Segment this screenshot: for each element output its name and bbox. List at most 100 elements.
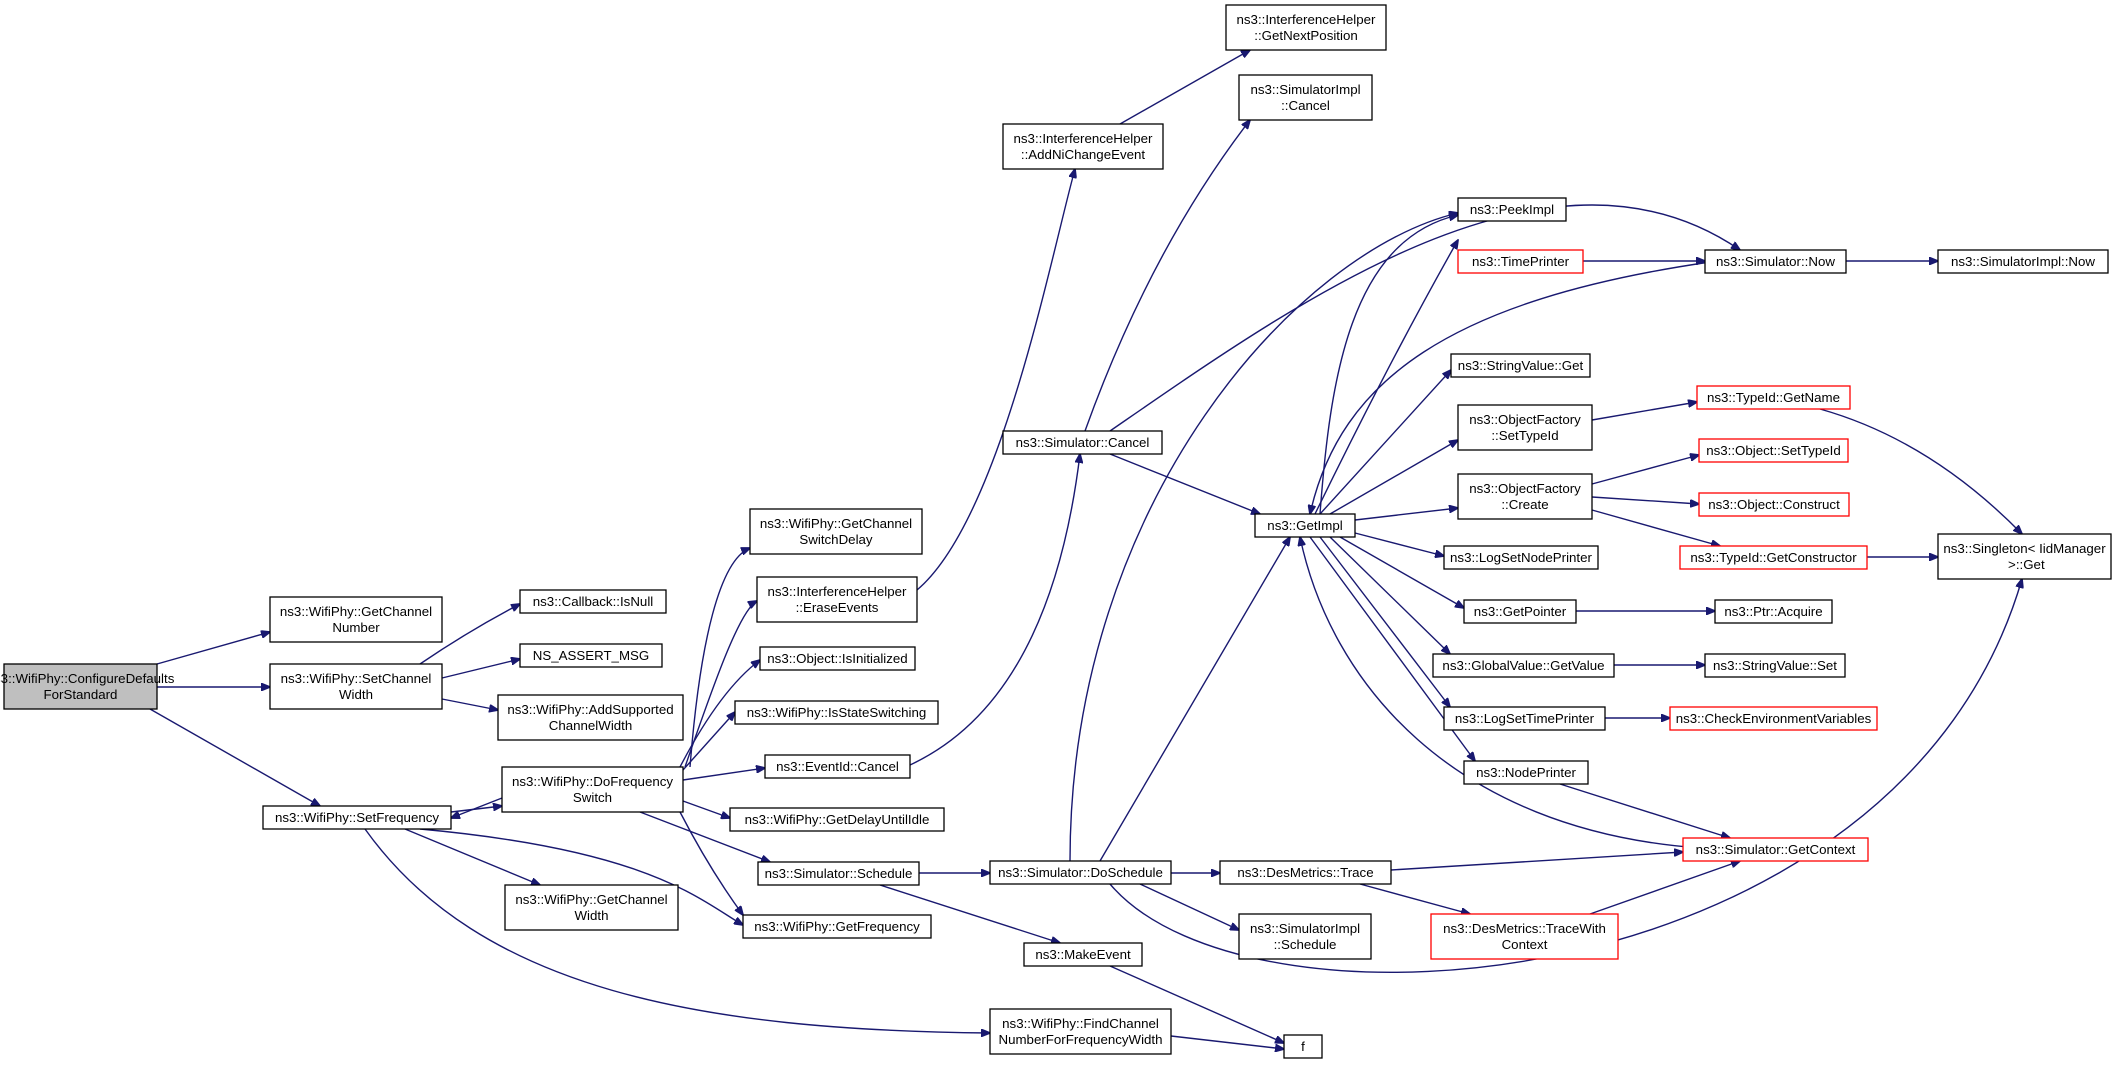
node-object-construct[interactable]: ns3::Object::Construct xyxy=(1698,492,1850,517)
node-label: ns3::TypeId::GetConstructor xyxy=(1690,550,1857,565)
node-label: ::Cancel xyxy=(1281,98,1330,113)
node-object-settypeid[interactable]: ns3::Object::SetTypeId xyxy=(1698,438,1849,463)
node-box xyxy=(269,596,443,643)
node-globalvalue-getvalue[interactable]: ns3::GlobalValue::GetValue xyxy=(1432,653,1615,678)
node-box xyxy=(1682,837,1869,862)
node-label: ns3::SimulatorImpl::Now xyxy=(1951,254,2095,269)
node-timeprinter[interactable]: ns3::TimePrinter xyxy=(1457,249,1584,274)
node-make-event[interactable]: ns3::MakeEvent xyxy=(1023,942,1143,967)
edge-sim_getcontext-to-getimpl xyxy=(1300,537,1701,849)
node-objfactory-create[interactable]: ns3::ObjectFactory::Create xyxy=(1457,473,1593,520)
node-box xyxy=(1002,430,1163,455)
node-ih-add-ni[interactable]: ns3::InterferenceHelper::AddNiChangeEven… xyxy=(1002,123,1164,170)
node-label: ns3::Object::SetTypeId xyxy=(1706,443,1841,458)
node-box xyxy=(989,1008,1172,1055)
node-sim-cancel[interactable]: ns3::Simulator::Cancel xyxy=(1002,430,1163,455)
edge-ih_erase_events-to-ih_add_ni xyxy=(916,169,1075,591)
node-label: ns3::GlobalValue::GetValue xyxy=(1442,658,1604,673)
node-label: ns3::SimulatorImpl xyxy=(1250,921,1360,936)
node-singleton-get[interactable]: ns3::Singleton< IidManager >::Get xyxy=(1937,533,2112,580)
node-box xyxy=(504,884,679,931)
node-configure[interactable]: ns3::WifiPhy::ConfigureDefaultsForStanda… xyxy=(0,663,175,710)
node-object-isinit[interactable]: ns3::Object::IsInitialized xyxy=(759,646,916,671)
node-box xyxy=(1679,545,1868,570)
node-label: ns3::WifiPhy::GetChannel xyxy=(760,516,912,531)
node-box xyxy=(1225,4,1387,51)
node-box xyxy=(729,807,945,832)
node-sim-now[interactable]: ns3::Simulator::Now xyxy=(1704,249,1847,274)
node-f[interactable]: f xyxy=(1283,1034,1323,1059)
node-des-trace[interactable]: ns3::DesMetrics::Trace xyxy=(1219,860,1392,885)
node-simimpl-cancel[interactable]: ns3::SimulatorImpl::Cancel xyxy=(1238,74,1373,121)
node-label: ns3::Ptr::Acquire xyxy=(1724,604,1822,619)
node-label: SwitchDelay xyxy=(799,532,873,547)
node-ptr-acquire[interactable]: ns3::Ptr::Acquire xyxy=(1714,599,1833,624)
node-label: ::SetTypeId xyxy=(1491,428,1558,443)
node-simimpl-schedule[interactable]: ns3::SimulatorImpl::Schedule xyxy=(1238,913,1372,960)
node-box xyxy=(1457,473,1593,520)
node-objfactory-settypeid[interactable]: ns3::ObjectFactory::SetTypeId xyxy=(1457,404,1593,451)
node-label: ns3::WifiPhy::DoFrequency xyxy=(512,774,673,789)
edge-do_freq_switch-to-object_isinit xyxy=(679,660,760,768)
node-check-env-vars[interactable]: ns3::CheckEnvironmentVariables xyxy=(1669,706,1878,731)
node-typeid-getconstructor[interactable]: ns3::TypeId::GetConstructor xyxy=(1679,545,1868,570)
node-label: NS_ASSERT_MSG xyxy=(533,648,650,663)
node-getimpl[interactable]: ns3::GetImpl xyxy=(1254,513,1356,538)
node-box xyxy=(734,700,939,725)
node-box xyxy=(989,860,1172,885)
node-log-set-node-printer[interactable]: ns3::LogSetNodePrinter xyxy=(1443,545,1599,570)
node-sim-schedule[interactable]: ns3::Simulator::Schedule xyxy=(757,861,920,886)
node-get-frequency[interactable]: ns3::WifiPhy::GetFrequency xyxy=(742,914,932,939)
node-stringvalue-get[interactable]: ns3::StringValue::Get xyxy=(1450,353,1591,378)
edge-getimpl-to-timeprinter xyxy=(1314,240,1458,515)
edge-configure-to-set_frequency xyxy=(149,708,320,806)
node-label: ns3::WifiPhy::GetDelayUntilIdle xyxy=(745,812,930,827)
node-set-frequency[interactable]: ns3::WifiPhy::SetFrequency xyxy=(262,805,452,830)
node-node-printer[interactable]: ns3::NodePrinter xyxy=(1463,760,1589,785)
node-eventid-cancel[interactable]: ns3::EventId::Cancel xyxy=(764,754,911,779)
node-label: ns3::InterferenceHelper xyxy=(768,584,908,599)
edge-set_frequency-to-get_frequency xyxy=(419,828,743,925)
node-ih-next-pos[interactable]: ns3::InterferenceHelper::GetNextPosition xyxy=(1225,4,1387,51)
edge-node_printer-to-sim_getcontext xyxy=(1559,783,1730,838)
node-box xyxy=(1457,197,1567,222)
node-ih-erase-events[interactable]: ns3::InterferenceHelper::EraseEvents xyxy=(756,576,918,623)
node-sim-doschedule[interactable]: ns3::Simulator::DoSchedule xyxy=(989,860,1172,885)
edge-do_freq_switch-to-get_frequency xyxy=(679,811,743,915)
node-stringvalue-set[interactable]: ns3::StringValue::Set xyxy=(1704,653,1846,678)
edge-eventid_cancel-to-sim_cancel xyxy=(909,454,1080,766)
edge-make_event-to-f xyxy=(1109,965,1284,1043)
node-get-delay-idle[interactable]: ns3::WifiPhy::GetDelayUntilIdle xyxy=(729,807,945,832)
edge-set_channel_width-to-ns_assert_msg xyxy=(441,659,520,679)
node-label: ns3::Simulator::Now xyxy=(1716,254,1835,269)
node-peekimpl[interactable]: ns3::PeekImpl xyxy=(1457,197,1567,222)
edge-getimpl-to-stringvalue_get xyxy=(1319,370,1451,515)
node-box xyxy=(1457,249,1584,274)
edge-sim_cancel-to-sim_now xyxy=(1109,204,1740,432)
node-get-pointer[interactable]: ns3::GetPointer xyxy=(1463,599,1577,624)
edge-set_channel_width-to-callback_isnull xyxy=(419,604,520,665)
node-callback-isnull[interactable]: ns3::Callback::IsNull xyxy=(519,589,667,614)
node-simimpl-now[interactable]: ns3::SimulatorImpl::Now xyxy=(1937,249,2109,274)
node-is-state-switching[interactable]: ns3::WifiPhy::IsStateSwitching xyxy=(734,700,939,725)
node-box xyxy=(1283,1034,1323,1059)
node-box xyxy=(1937,249,2109,274)
node-typeid-getname[interactable]: ns3::TypeId::GetName xyxy=(1696,385,1851,410)
node-box xyxy=(269,663,443,710)
node-find-channel-number[interactable]: ns3::WifiPhy::FindChannelNumberForFreque… xyxy=(989,1008,1172,1055)
node-log-set-time-printer[interactable]: ns3::LogSetTimePrinter xyxy=(1443,706,1606,731)
node-sim-getcontext[interactable]: ns3::Simulator::GetContext xyxy=(1682,837,1869,862)
edge-sim_now-to-getimpl xyxy=(1310,261,1711,514)
node-label: ns3::InterferenceHelper xyxy=(1014,131,1154,146)
node-box xyxy=(1463,760,1589,785)
node-box xyxy=(262,805,452,830)
node-ns-assert-msg[interactable]: NS_ASSERT_MSG xyxy=(519,643,663,668)
